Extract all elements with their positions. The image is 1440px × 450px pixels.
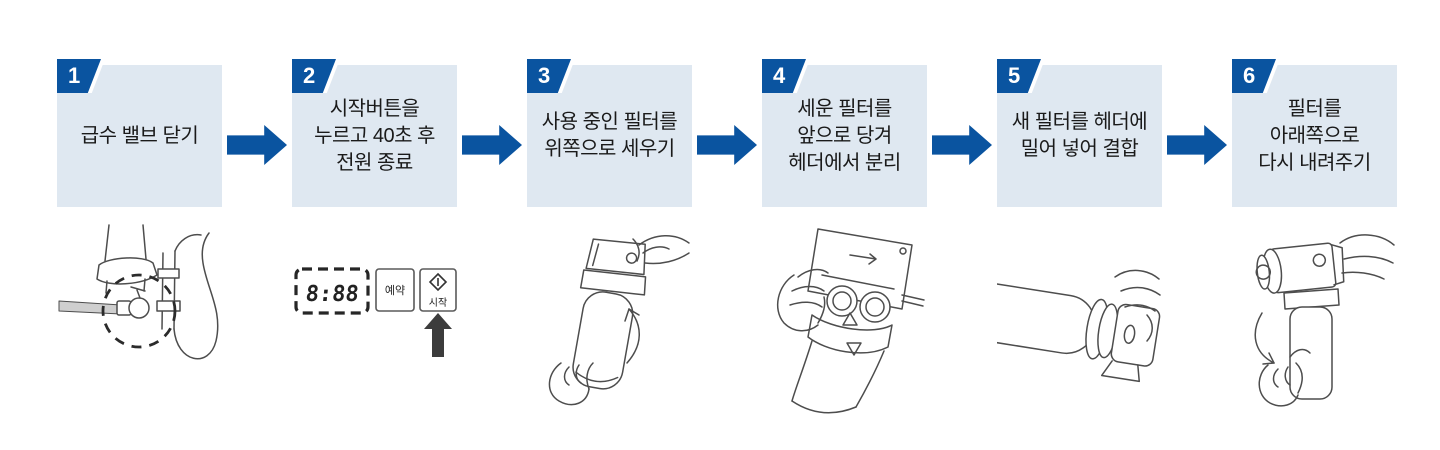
step-text-line: 시작버튼을 [329, 97, 420, 120]
step-number-badge: 1 [57, 59, 109, 93]
step-box: 새 필터를 헤더에 밀어 넣어 결합 [997, 65, 1162, 207]
step-illustration: 8:88 예약 시작 [292, 217, 457, 422]
step-number: 3 [538, 63, 551, 88]
right-arrow-icon [227, 125, 287, 165]
step-number: 2 [303, 63, 316, 88]
step-text-line: 사용 중인 필터를 [541, 111, 678, 133]
step-6: 6 필터를 아래쪽으로 다시 내려주기 [1232, 59, 1397, 422]
reserve-button-label: 예약 [385, 283, 405, 297]
step-number-badge: 5 [997, 59, 1049, 93]
reserve-button [375, 268, 415, 312]
separator [692, 59, 762, 165]
step-text-line: 밀어 넣어 결합 [1020, 138, 1139, 160]
step-text-line: 헤더에서 분리 [788, 151, 901, 174]
filter-insert-drawing [997, 269, 1161, 383]
separator [222, 59, 292, 165]
step-number-badge: 6 [1232, 59, 1284, 93]
step-5: 5 새 필터를 헤더에 밀어 넣어 결합 [997, 59, 1162, 422]
separator [1162, 59, 1232, 165]
separator [927, 59, 997, 165]
step-illustration [527, 217, 692, 422]
step-box: 시작버튼을 누르고 40초 후 전원 종료 [292, 65, 457, 207]
up-arrow-icon [424, 313, 452, 357]
water-supply-valve-drawing [58, 224, 219, 360]
step-text-line: 앞으로 당겨 [797, 124, 892, 147]
separator [457, 59, 527, 165]
step-illustration [1232, 217, 1397, 422]
step-number: 5 [1008, 63, 1021, 88]
diamond-power-icon [428, 272, 448, 292]
step-number: 4 [773, 63, 786, 88]
step-text-line: 위쪽으로 세우기 [544, 138, 675, 160]
step-illustration [997, 217, 1162, 422]
display-frame [294, 267, 370, 315]
right-arrow-icon [1167, 125, 1227, 165]
dashed-circle [101, 273, 177, 349]
step-number-badge: 2 [292, 59, 344, 93]
step-text-line: 누르고 40초 후 [314, 124, 435, 147]
step-text-line: 새 필터를 헤더에 [1011, 111, 1148, 133]
badge-shape: 2 [292, 59, 336, 93]
step-1: 1 급수 밸브 닫기 [57, 59, 222, 422]
step-text-line: 다시 내려주기 [1258, 151, 1371, 174]
filter-lower-drawing [1254, 234, 1395, 407]
step-illustration [762, 217, 927, 422]
badge-shape: 4 [762, 59, 806, 93]
step-text-line: 아래쪽으로 [1269, 124, 1360, 147]
control-panel-drawing: 8:88 예약 시작 [294, 267, 457, 357]
curved-up-arrow [626, 308, 640, 364]
step-number: 1 [68, 63, 81, 88]
step-illustration [57, 217, 222, 422]
step-number-badge: 4 [762, 59, 814, 93]
filter-detach-drawing [776, 228, 925, 414]
step-text-line: 세운 필터를 [797, 97, 892, 120]
filter-replacement-flow: 1 급수 밸브 닫기 [57, 59, 1397, 422]
start-button-label: 시작 [429, 297, 447, 309]
right-arrow-icon [462, 125, 522, 165]
step-number-badge: 3 [527, 59, 579, 93]
step-text-line: 필터를 [1287, 97, 1342, 120]
curved-down-arrow [1254, 312, 1275, 364]
step-number: 6 [1243, 63, 1256, 88]
step-box: 사용 중인 필터를 위쪽으로 세우기 [527, 65, 692, 207]
badge-shape: 6 [1232, 59, 1276, 93]
step-3: 3 사용 중인 필터를 위쪽으로 세우기 [527, 59, 692, 422]
filter-raise-drawing [548, 235, 690, 406]
step-2: 2 시작버튼을 누르고 40초 후 전원 종료 8:88 예약 시작 [292, 59, 457, 422]
step-text-line: 급수 밸브 닫기 [80, 124, 199, 147]
step-text-line: 전원 종료 [336, 151, 413, 174]
right-arrow-icon [697, 125, 757, 165]
right-arrow-icon [932, 125, 992, 165]
step-4: 4 세운 필터를 앞으로 당겨 헤더에서 분리 [762, 59, 927, 422]
seven-segment-display: 8:88 [304, 282, 360, 307]
